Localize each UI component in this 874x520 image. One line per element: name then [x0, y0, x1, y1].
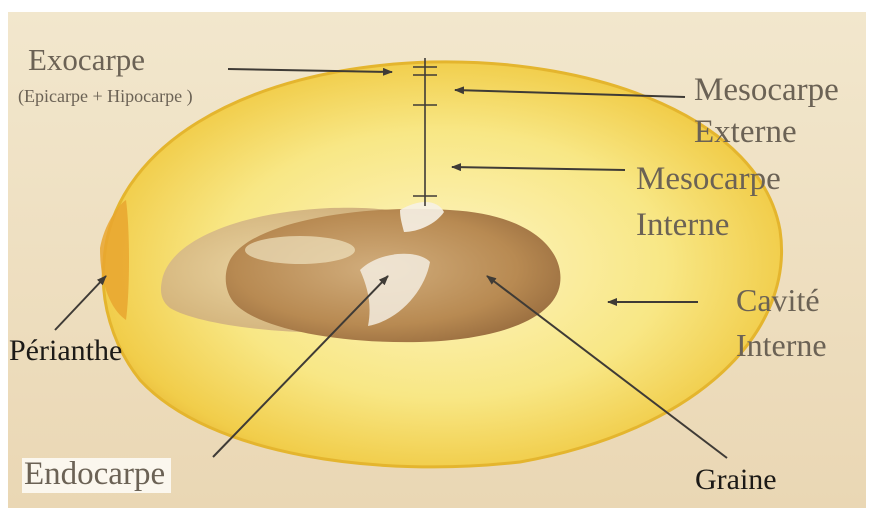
label-mesocarpe-interne-line2: Interne [636, 209, 729, 242]
label-mesocarpe-externe-line1: Mesocarpe [694, 74, 839, 107]
label-endocarpe: Endocarpe [22, 458, 171, 493]
endocarpe-ring [245, 236, 355, 264]
label-graine: Graine [695, 465, 777, 495]
label-mesocarpe-interne-line1: Mesocarpe [636, 163, 781, 196]
label-mesocarpe-externe-line2: Externe [694, 116, 797, 149]
label-cavite-line1: Cavité [736, 284, 820, 316]
label-exocarpe: Exocarpe [28, 44, 145, 75]
label-cavite-line2: Interne [736, 329, 827, 361]
label-exocarpe-detail: (Epicarpe + Hipocarpe ) [18, 87, 193, 105]
label-perianthe: Périanthe [9, 336, 122, 366]
